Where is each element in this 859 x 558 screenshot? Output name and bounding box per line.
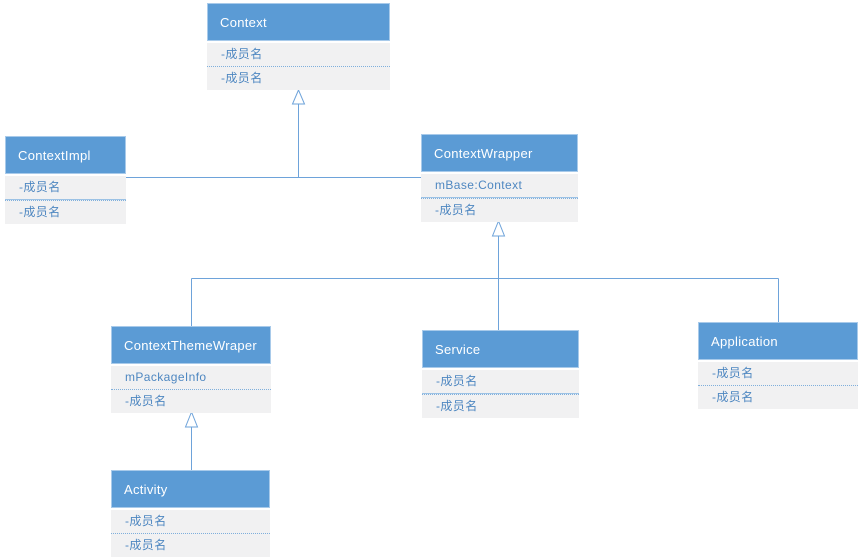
member-row: -成员名 — [422, 370, 579, 394]
class-box-contextimpl[interactable]: ContextImpl -成员名 -成员名 — [5, 136, 126, 224]
member-row: -成员名 — [5, 200, 126, 224]
class-box-application[interactable]: Application -成员名 -成员名 — [698, 322, 858, 409]
member-row: -成员名 — [5, 176, 126, 200]
class-box-contextwrapper[interactable]: ContextWrapper mBase:Context -成员名 — [421, 134, 578, 222]
member-row: -成员名 — [207, 66, 390, 90]
member-row: mBase:Context — [421, 174, 578, 198]
member-row: -成员名 — [712, 366, 754, 380]
class-members: -成员名 -成员名 — [111, 510, 270, 557]
connector-line[interactable] — [126, 104, 421, 178]
class-title-bar: ContextWrapper — [421, 134, 578, 172]
class-members: -成员名 -成员名 — [207, 43, 390, 90]
class-title: ContextWrapper — [434, 145, 533, 161]
class-title-bar: ContextImpl — [5, 136, 126, 174]
class-title-bar: Service — [422, 330, 579, 368]
class-members: -成员名 -成员名 — [5, 176, 126, 224]
inheritance-arrowhead-contextthemewraper — [184, 410, 199, 428]
class-title: Context — [220, 14, 267, 30]
member-row: -成员名 — [125, 514, 167, 528]
member-row: -成员名 — [221, 47, 263, 61]
class-box-context[interactable]: Context -成员名 -成员名 — [207, 3, 390, 90]
member-row: -成员名 — [111, 389, 271, 413]
member-row: -成员名 — [421, 198, 578, 222]
class-title-bar: Context — [207, 3, 390, 41]
connector-activity-to-contextthemewraper[interactable] — [184, 410, 199, 470]
class-title: ContextThemeWraper — [124, 337, 258, 353]
class-title: ContextImpl — [18, 147, 91, 163]
class-members: mBase:Context -成员名 — [421, 174, 578, 222]
member-row: -成员名 — [422, 394, 579, 418]
inheritance-arrowhead-context — [291, 88, 306, 105]
class-members: -成员名 -成员名 — [422, 370, 579, 418]
class-members: mPackageInfo -成员名 — [111, 366, 271, 413]
member-row: -成员名 — [111, 533, 270, 557]
class-title: Application — [711, 333, 778, 349]
member-row: mPackageInfo — [125, 370, 207, 384]
class-members: -成员名 -成员名 — [698, 362, 858, 409]
connector-line[interactable] — [191, 236, 779, 330]
member-row: -成员名 — [698, 385, 858, 409]
class-title: Activity — [124, 481, 168, 497]
connector-to-context[interactable] — [126, 88, 421, 178]
inheritance-arrowhead-contextwrapper — [491, 219, 506, 237]
class-box-contextthemewraper[interactable]: ContextThemeWraper mPackageInfo -成员名 — [111, 326, 271, 413]
class-title-bar: Application — [698, 322, 858, 360]
class-box-service[interactable]: Service -成员名 -成员名 — [422, 330, 579, 418]
class-box-activity[interactable]: Activity -成员名 -成员名 — [111, 470, 270, 557]
class-title-bar: Activity — [111, 470, 270, 508]
class-title: Service — [435, 341, 481, 357]
class-title-bar: ContextThemeWraper — [111, 326, 271, 364]
connector-to-contextwrapper[interactable] — [191, 219, 779, 330]
